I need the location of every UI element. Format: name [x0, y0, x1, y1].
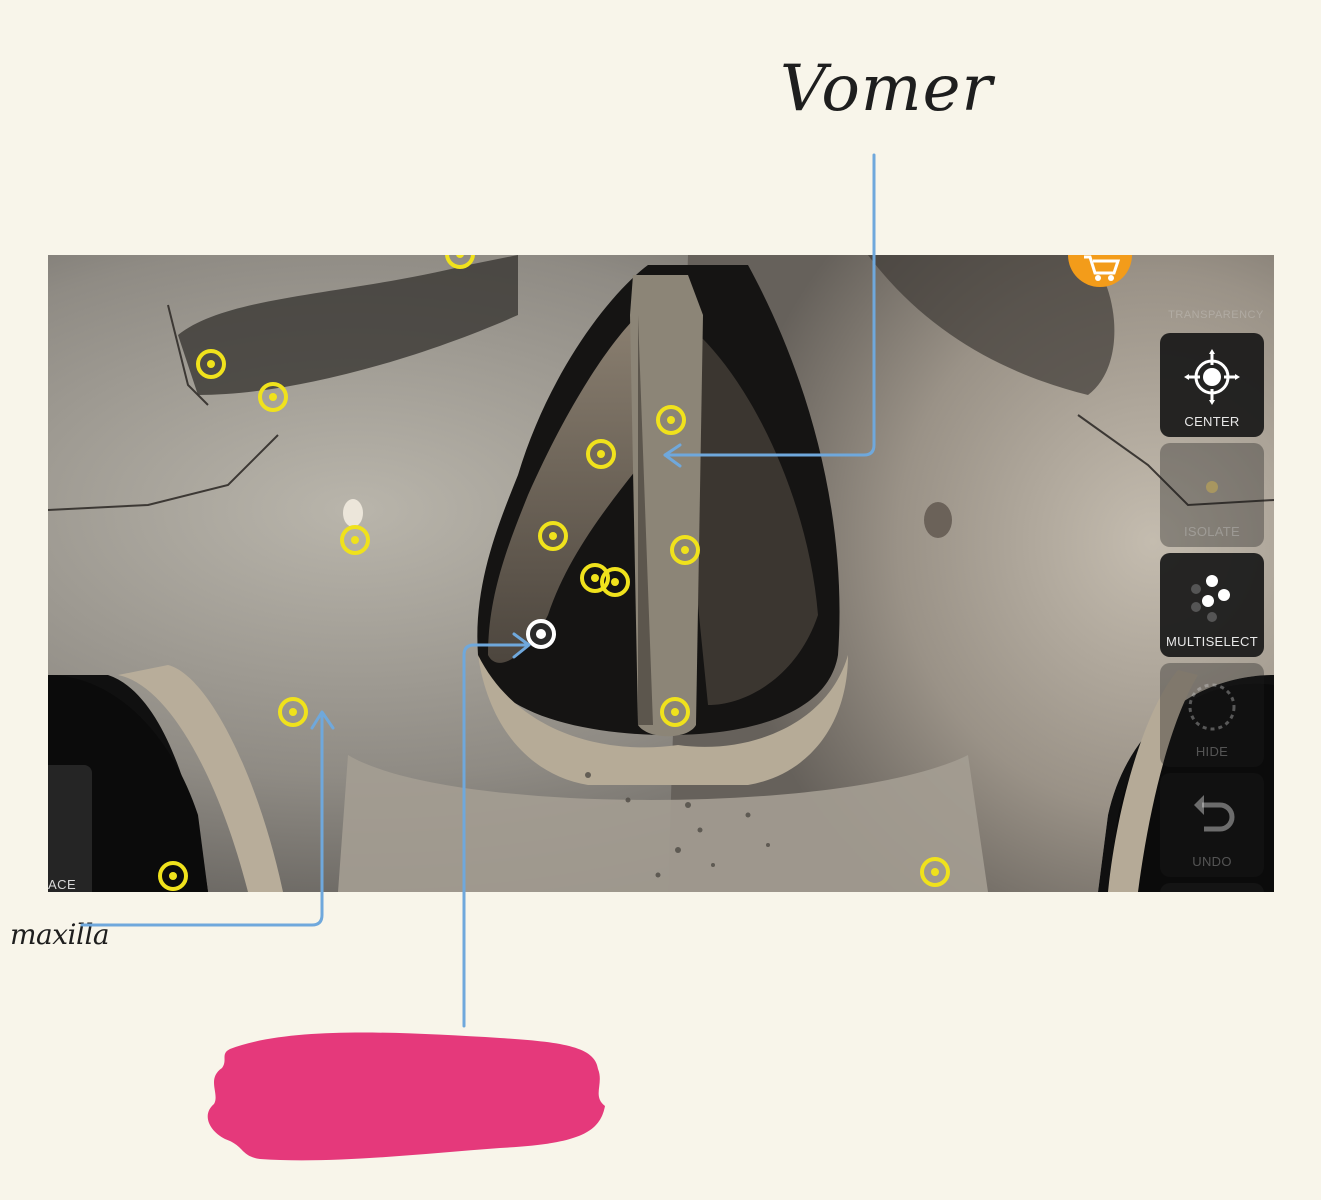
center-label: CENTER — [1184, 414, 1240, 429]
shopping-cart-icon — [1084, 255, 1121, 281]
pin-icon[interactable] — [578, 561, 612, 595]
pin-icon[interactable] — [668, 533, 702, 567]
hide-label: HIDE — [1195, 744, 1229, 759]
isolate-label: ISOLATE — [1183, 524, 1241, 539]
cart-button[interactable] — [1068, 255, 1132, 287]
pin-icon[interactable] — [194, 347, 228, 381]
pin-icon[interactable] — [443, 255, 477, 271]
crosshair-icon — [1184, 349, 1240, 405]
undo-label: UNDO — [1192, 854, 1232, 869]
redaction-scribble — [207, 1032, 605, 1161]
multiselect-label: MULTISELECT — [1166, 634, 1258, 649]
selected-pin-icon[interactable] — [524, 617, 558, 651]
dots-icon — [1191, 575, 1230, 622]
maxilla-annotation-label: maxilla — [10, 918, 110, 951]
pin-icon[interactable] — [156, 859, 190, 892]
multiselect-button[interactable]: MULTISELECT — [1160, 553, 1264, 657]
undo-button[interactable]: UNDO — [1160, 773, 1264, 877]
pin-icon[interactable] — [276, 695, 310, 729]
pin-icon[interactable] — [598, 565, 632, 599]
pin-icon[interactable] — [918, 855, 952, 889]
pin-icon[interactable] — [654, 403, 688, 437]
toolbar-partial-button[interactable] — [1160, 883, 1264, 892]
pin-icon[interactable] — [536, 519, 570, 553]
isolate-button[interactable]: ISOLATE — [1160, 443, 1264, 547]
transparency-label: TRANSPARENCY — [1168, 309, 1264, 321]
center-button[interactable]: CENTER — [1160, 333, 1264, 437]
pin-icon[interactable] — [338, 523, 372, 557]
pin-icon[interactable] — [584, 437, 618, 471]
dashed-circle-icon — [1188, 683, 1236, 731]
pin-icon[interactable] — [256, 380, 290, 414]
skull-render — [48, 255, 1274, 892]
undo-arrow-icon — [1194, 795, 1235, 832]
hide-button[interactable]: HIDE — [1160, 663, 1264, 767]
pin-icon[interactable] — [658, 695, 692, 729]
left-panel-button[interactable]: ACE — [48, 765, 92, 892]
isolate-icon — [1206, 481, 1218, 493]
left-panel-label: ACE — [48, 877, 77, 892]
vomer-annotation-label: Vomer — [780, 52, 994, 126]
anatomy-viewer[interactable]: TRANSPARENCY ACE CENTER ISOLATE MULTISEL… — [48, 255, 1274, 892]
